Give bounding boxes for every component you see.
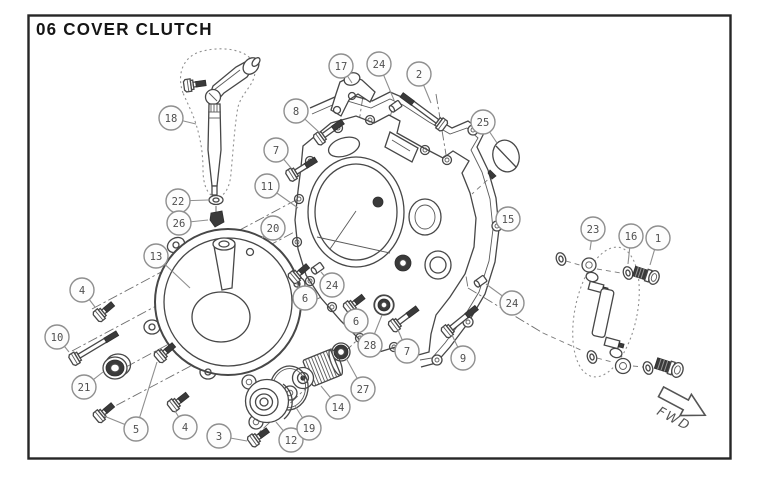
release-shaft [207,103,222,196]
callout-11: 11 [254,173,299,209]
oil-cap-25 [487,139,520,180]
washer [640,359,656,377]
svg-text:4: 4 [182,422,188,434]
callout-23: 23 [580,216,606,251]
svg-text:11: 11 [261,181,274,193]
svg-text:18: 18 [165,113,178,125]
svg-text:10: 10 [51,332,64,344]
callout-25: 25 [470,109,498,144]
oil-line-assembly-23 [553,246,684,378]
svg-text:15: 15 [502,214,515,226]
callout-28: 28 [357,314,383,358]
dowel-pin-24a [387,99,403,114]
svg-text:6: 6 [353,316,359,328]
svg-text:3: 3 [216,431,222,443]
callout-2: 2 [406,61,432,104]
release-lever [182,57,261,106]
svg-text:14: 14 [332,402,345,414]
clip-26 [209,210,225,228]
callout-15: 15 [495,206,521,232]
callout-20: 20 [260,215,286,241]
svg-text:6: 6 [302,293,308,305]
svg-text:17: 17 [335,61,348,73]
svg-text:24: 24 [373,59,386,71]
fwd-arrow: FWD [654,385,707,435]
callout-27: 27 [345,357,376,402]
banjo-bolt-lower [653,357,684,378]
diagram-border [27,14,732,460]
callout-22: 22 [165,188,209,214]
svg-text:28: 28 [364,340,377,352]
svg-text:16: 16 [625,231,638,243]
release-shaft-assembly [179,48,261,228]
svg-text:26: 26 [173,218,186,230]
callout-13: 13 [143,243,191,289]
callout-3: 3 [206,423,248,449]
svg-text:7: 7 [273,145,279,157]
callout-10: 10 [44,324,70,353]
svg-text:20: 20 [267,223,280,235]
callout-17: 17 [328,53,354,84]
callout-4: 4 [172,410,198,440]
callout-14: 14 [320,385,351,420]
svg-text:9: 9 [460,353,466,365]
svg-text:23: 23 [587,224,600,236]
callout-24: 24 [319,271,345,298]
svg-text:1: 1 [655,233,661,245]
svg-text:2: 2 [416,69,422,81]
banjo-bolt-1 [631,265,660,285]
callout-6: 6 [343,308,369,334]
oil-seal-28 [373,294,395,316]
dowel-pin-24c [472,274,488,289]
callout-24: 24 [485,283,525,316]
svg-text:4: 4 [79,285,85,297]
svg-text:5: 5 [133,424,139,436]
round-cover-20 [143,228,306,380]
callout-5: 5 [103,361,158,442]
callout-7: 7 [263,137,292,169]
callout-16: 16 [618,223,644,265]
filter-cover-12 [241,374,298,430]
callout-12: 12 [275,421,304,453]
callout-6: 6 [292,281,318,311]
svg-text:21: 21 [78,382,91,394]
callout-4: 4 [69,277,96,308]
washer [584,348,600,366]
svg-text:25: 25 [477,117,490,129]
callout-19: 19 [294,405,322,441]
callout-24: 24 [366,51,395,101]
svg-text:24: 24 [326,280,339,292]
svg-text:13: 13 [150,251,163,263]
svg-text:19: 19 [303,423,316,435]
svg-text:27: 27 [357,384,370,396]
seal-21 [102,353,132,380]
callout-8: 8 [283,98,321,134]
callout-21: 21 [71,371,104,400]
svg-text:8: 8 [293,106,299,118]
svg-text:7: 7 [404,346,410,358]
callout-26: 26 [166,210,209,236]
washer-16 [620,264,636,282]
svg-text:12: 12 [285,435,298,447]
callout-1: 1 [645,225,671,266]
washer [553,250,569,268]
seal-washer-22 [208,194,224,206]
page-title: 06 COVER CLUTCH [36,19,213,40]
callout-18: 18 [158,105,197,131]
clutch-cover-11 [291,114,477,358]
svg-text:22: 22 [172,196,185,208]
cover-bolt-holes [291,114,453,353]
oil-filter-14 [291,348,344,390]
callout-7: 7 [394,329,420,364]
callout-9: 9 [450,334,476,371]
svg-text:24: 24 [506,298,519,310]
